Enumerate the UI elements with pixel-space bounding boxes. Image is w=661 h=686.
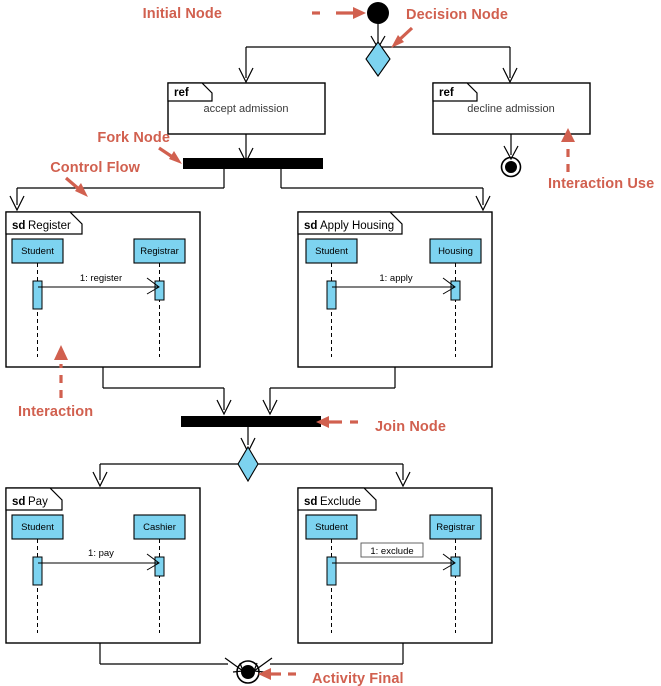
message-arrowhead-pay (146, 553, 160, 571)
lifeline-label-student-pay: Student (21, 522, 54, 533)
annotation-arrowhead-interaction (54, 345, 68, 360)
annotation-control-flow: Control Flow (50, 160, 140, 176)
annotation-join-node: Join Node (375, 419, 446, 435)
frame-tab-pay (5, 487, 63, 511)
interaction-use-decline-admission[interactable] (432, 82, 591, 135)
annotation-initial-node: Initial Node (143, 6, 222, 22)
lifeline-head-registrar-register[interactable] (133, 238, 186, 264)
activation-student-housing (326, 280, 337, 310)
ref-keyword-decline: ref (439, 87, 454, 99)
arrowhead-final-a1 (224, 657, 244, 672)
arrowhead-join-left (216, 399, 232, 416)
lifeline-label-registrar-exclude: Registrar (436, 522, 475, 533)
lifeline-head-student-exclude[interactable] (305, 514, 358, 540)
lifeline-label-student-exclude: Student (315, 522, 348, 533)
ref-keyword-accept: ref (174, 87, 189, 99)
interaction-frame-exclude[interactable]: sd Exclude Student Registrar 1: exclude (297, 487, 493, 644)
message-label-pay: 1: pay (88, 548, 114, 559)
frame-tab-apply-housing (297, 211, 403, 235)
activation-cashier (154, 556, 165, 577)
annotation-decision-node: Decision Node (406, 7, 508, 23)
annotation-arrowhead-join (316, 416, 329, 428)
activation-student-register (32, 280, 43, 310)
activity-final-ring-bottom (236, 660, 260, 684)
frame-keyword-apply-housing: sd (304, 220, 317, 232)
activity-final-bottom[interactable] (241, 665, 255, 679)
interaction-frame-pay[interactable]: sd Pay Student Cashier 1: pay (5, 487, 201, 644)
frame-name-exclude: Exclude (320, 496, 361, 508)
activation-student-pay (32, 556, 43, 586)
annotation-arrowhead-final (258, 668, 271, 680)
frame-keyword-pay: sd (12, 496, 25, 508)
arrowhead-housing-frame (475, 195, 491, 212)
annotation-fork-node: Fork Node (97, 130, 170, 146)
activation-housing (450, 280, 461, 301)
ref-tab-accept (167, 82, 213, 102)
ref-tab-decline (432, 82, 478, 102)
annotation-interaction: Interaction (18, 404, 93, 420)
arrowhead-join-right (262, 399, 278, 416)
frame-tab-register (5, 211, 83, 235)
annotation-arrowhead-initial (353, 7, 366, 19)
message-arrowhead-apply (442, 277, 456, 295)
arrowhead-final-right (503, 145, 519, 161)
interaction-frame-apply-housing[interactable]: sd Apply Housing Student Housing 1: appl… (297, 211, 493, 368)
frame-keyword-exclude: sd (304, 496, 317, 508)
join-node[interactable] (181, 416, 321, 427)
annotation-interaction-use: Interaction Use (548, 176, 654, 192)
arrowhead-final-b1 (253, 657, 273, 672)
arrowhead-accept-admission (238, 67, 254, 84)
activation-registrar-exclude (450, 556, 461, 577)
arrowhead-exclude-frame (395, 471, 411, 488)
frame-name-pay: Pay (28, 496, 48, 508)
annotation-activity-final: Activity Final (312, 671, 404, 686)
arrowhead-pay-frame (92, 471, 108, 488)
fork-node[interactable] (183, 158, 323, 169)
annotation-arrowhead-interaction-use (561, 128, 575, 142)
activation-registrar-register (154, 280, 165, 301)
arrowhead-register-frame (9, 195, 25, 212)
message-arrowhead-exclude (442, 553, 456, 571)
lifeline-label-cashier: Cashier (143, 522, 176, 533)
interaction-frame-register[interactable]: sd Register Student Registrar 1: registe… (5, 211, 201, 368)
arrowhead-decline-admission (502, 67, 518, 84)
message-label-register: 1: register (80, 273, 122, 284)
decision-node-top[interactable] (365, 41, 391, 77)
ref-label-decline: decline admission (467, 103, 554, 115)
frame-name-apply-housing: Apply Housing (320, 220, 394, 232)
initial-node[interactable] (367, 2, 389, 24)
frame-tab-exclude (297, 487, 377, 511)
lifeline-label-housing: Housing (438, 246, 473, 257)
message-label-exclude: 1: exclude (370, 546, 413, 557)
lifeline-head-student-register[interactable] (11, 238, 64, 264)
frame-name-register: Register (28, 220, 71, 232)
lifeline-label-registrar-register: Registrar (140, 246, 179, 257)
lifeline-head-student-pay[interactable] (11, 514, 64, 540)
activity-final-right[interactable] (505, 161, 517, 173)
ref-label-accept: accept admission (204, 103, 289, 115)
frame-keyword-register: sd (12, 220, 25, 232)
lifeline-label-student-register: Student (21, 246, 54, 257)
annotation-arrowhead-decision (391, 35, 404, 48)
activity-final-ring-right (500, 156, 522, 178)
lifeline-label-student-housing: Student (315, 246, 348, 257)
annotation-arrowhead-fork (169, 151, 182, 164)
message-label-box-exclude[interactable] (360, 542, 424, 558)
decision-node-lower[interactable] (237, 445, 259, 483)
message-label-apply: 1: apply (379, 273, 413, 284)
message-arrowhead-register (146, 277, 160, 295)
activation-student-exclude (326, 556, 337, 586)
annotation-arrowhead-control-flow (75, 183, 88, 197)
